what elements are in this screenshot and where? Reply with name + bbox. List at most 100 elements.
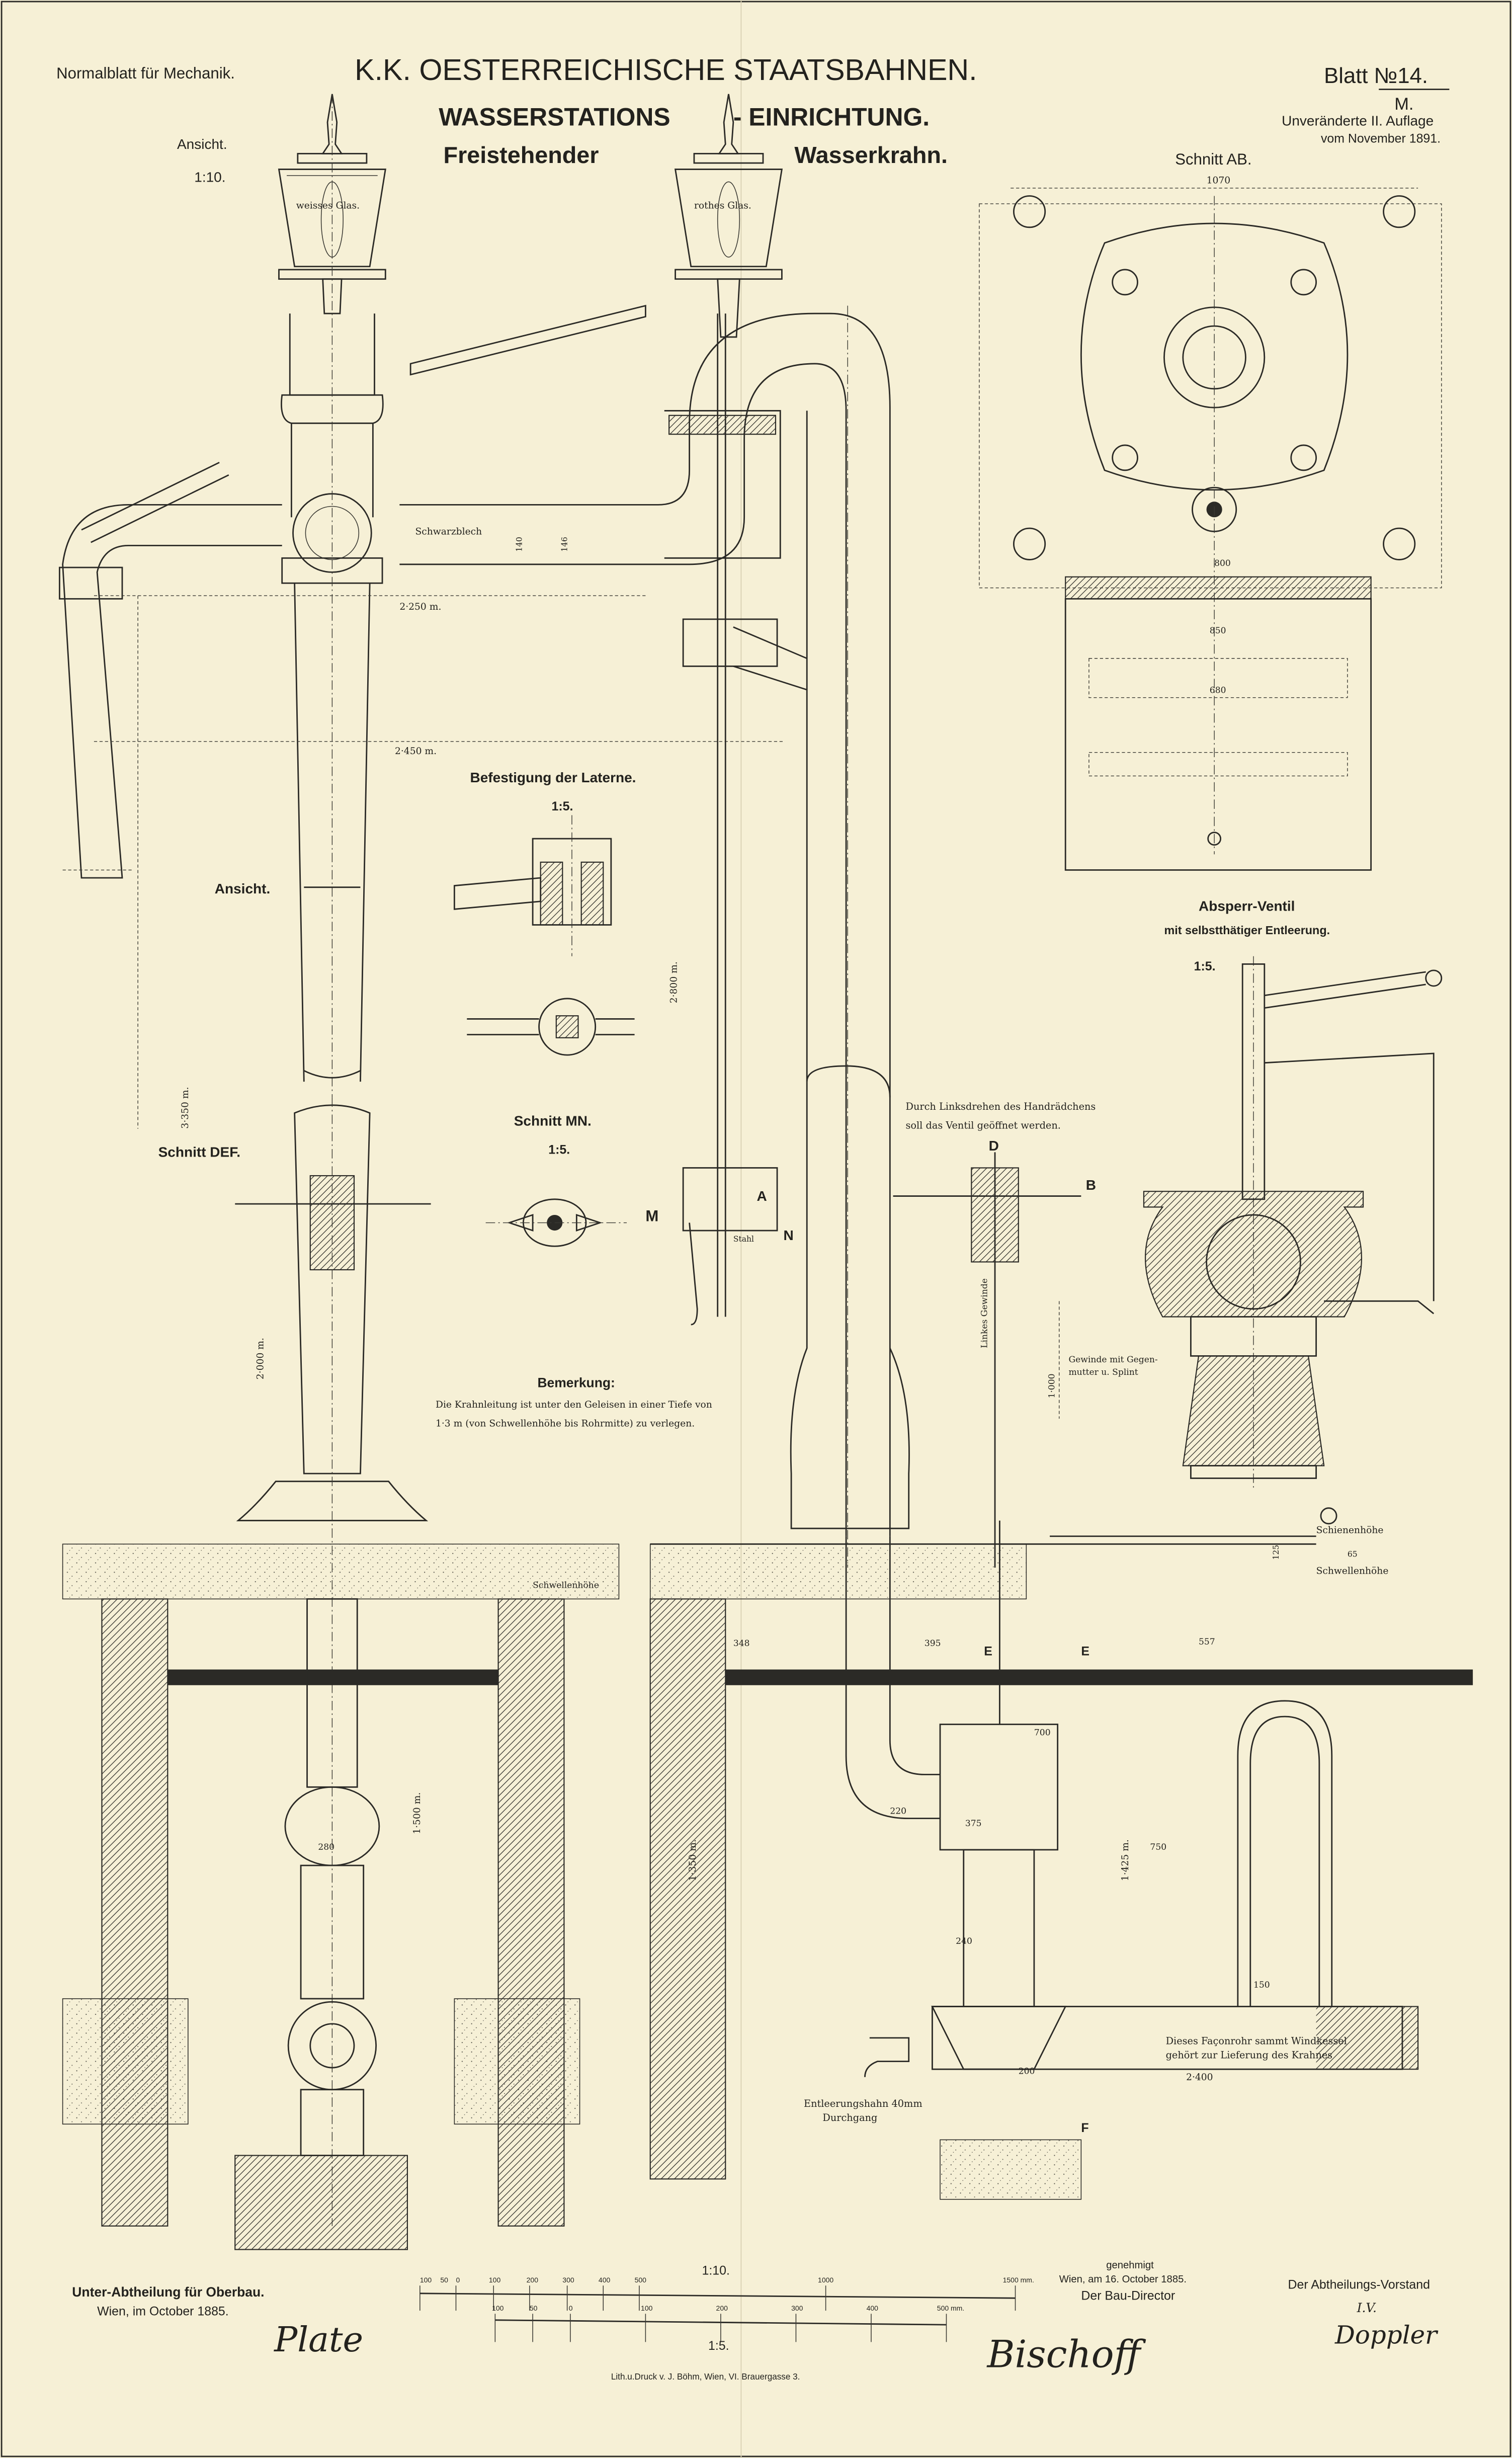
scale-1-10-tick: 1000	[818, 2276, 833, 2284]
scale-1-10-tick: 200	[527, 2276, 539, 2284]
dim-680: 680	[1210, 685, 1226, 695]
elevation-arm-title: Ansicht.	[215, 881, 271, 896]
dim-2000: 2·000 m.	[255, 1338, 266, 1379]
title-line1-a: WASSERSTATIONS	[439, 103, 670, 131]
dim-220: 220	[890, 1806, 906, 1816]
printer-credit: Lith.u.Druck v. J. Böhm, Wien, VI. Braue…	[611, 2371, 800, 2382]
section-letter-m: M	[645, 1207, 658, 1224]
scale-bar-1-5: 100 50 0 100 200 300 400 500 mm. 1:5.	[492, 2304, 964, 2353]
section-letter-a: A	[757, 1188, 767, 1204]
scale-1-5-tick: 100	[492, 2304, 504, 2312]
department-date: Wien, im October 1885.	[97, 2304, 229, 2318]
elevation-title: Ansicht.	[177, 136, 227, 152]
thread-note-2: mutter u. Splint	[1068, 1367, 1138, 1377]
dim-240: 240	[956, 1936, 972, 1946]
dim-2450: 2·450 m.	[395, 746, 437, 757]
shutoff-valve-detail: Absperr-Ventil mit selbstthätiger Entlee…	[1047, 898, 1443, 1490]
dim-1425: 1·425 m.	[1120, 1839, 1131, 1881]
section-ab-title: Schnitt AB.	[1175, 150, 1251, 168]
scale-1-10-label: 1:10.	[702, 2263, 730, 2277]
signature-center: Bischoff	[986, 2332, 1146, 2376]
section-letter-f: F	[1081, 2121, 1088, 2135]
scale-bar-1-10: 1:10. 100 50 0 100 200 300 400 500 1000 …	[419, 2263, 1034, 2311]
scale-1-10-tick: 500	[635, 2276, 647, 2284]
remark-line-2: 1·3 m (von Schwellenhöhe bis Rohrmitte) …	[436, 1419, 695, 1429]
drain-note-1: Entleerungshahn 40mm	[804, 2098, 922, 2109]
dim-800: 800	[1214, 558, 1231, 568]
elevation-scale: 1:10.	[194, 169, 225, 185]
section-mn-title: Schnitt MN.	[514, 1113, 592, 1128]
edition-date: vom November 1891.	[1321, 132, 1441, 146]
dim-1070: 1070	[1207, 176, 1231, 186]
drain-note-2: Durchgang	[822, 2112, 877, 2123]
scale-1-5-tick: 400	[867, 2304, 879, 2312]
sheet-letter: M.	[1394, 95, 1413, 114]
sheet-number: Blatt №14.	[1324, 64, 1428, 88]
arm-material-label: Schwarzblech	[415, 527, 482, 537]
head-label: Der Abtheilungs-Vorstand	[1288, 2277, 1430, 2291]
scale-1-5-tick: 200	[716, 2304, 728, 2312]
scale-1-5-tick: 0	[569, 2304, 573, 2312]
signature-right: Doppler	[1334, 2321, 1439, 2350]
approved-label: genehmigt	[1106, 2260, 1154, 2271]
edition: Unveränderte II. Auflage	[1282, 113, 1434, 128]
director-label: Der Bau-Director	[1081, 2288, 1175, 2303]
lamp-red-label: rothes Glas.	[694, 200, 751, 211]
dim-395: 395	[925, 1638, 941, 1649]
scale-1-5-tick: 300	[791, 2304, 803, 2312]
dim-375: 375	[965, 1819, 982, 1829]
scale-1-10-tick: 400	[599, 2276, 611, 2284]
sleeper-level-left: Schwellenhöhe	[533, 1581, 599, 1591]
authority-title: K.K. OESTERREICHISCHE STAATSBAHNEN.	[355, 53, 977, 87]
steel-label: Stahl	[733, 1235, 754, 1244]
dim-2400: 2·400	[1186, 2072, 1213, 2083]
dim-125: 125	[1272, 1545, 1281, 1560]
dim-65: 65	[1348, 1549, 1358, 1559]
dim-700: 700	[1034, 1728, 1051, 1738]
dim-348: 348	[733, 1638, 750, 1649]
dim-850: 850	[1210, 626, 1226, 636]
scale-1-10-tick: 300	[562, 2276, 574, 2284]
left-thread-label: Linkes Gewinde	[979, 1278, 989, 1348]
right-pit-section: E E F 348 395 557 700 375 220 750 1·350 …	[649, 1507, 1473, 2200]
series-label: Normalblatt für Mechanik.	[56, 64, 235, 82]
remark-line-1: Die Krahnleitung ist unter den Geleisen …	[436, 1400, 712, 1410]
dim-3350: 3·350 m.	[180, 1087, 191, 1128]
sleeper-level-label: Schwellenhöhe	[1316, 1566, 1389, 1577]
dim-1500: 1·500 m.	[412, 1792, 423, 1834]
title-line2-b: Wasserkrahn.	[794, 142, 948, 168]
rail-level-label: Schienenhöhe	[1316, 1525, 1384, 1536]
scale-1-5-tick: 500 mm.	[937, 2304, 964, 2312]
dim-557: 557	[1199, 1637, 1215, 1647]
section-letter-e2: E	[1081, 1645, 1089, 1659]
dim-200: 200	[1019, 2067, 1035, 2077]
approved-date: Wien, am 16. October 1885.	[1059, 2274, 1187, 2285]
section-letter-n: N	[784, 1227, 794, 1243]
scale-1-10-tick: 100	[489, 2276, 501, 2284]
handwheel-note-1: Durch Linksdrehen des Handrädchens	[905, 1101, 1096, 1112]
pipe-note-2: gehört zur Lieferung des Krahnes	[1166, 2049, 1333, 2061]
dim-750: 750	[1150, 1842, 1166, 1852]
valve-subtitle: mit selbstthätiger Entleerung.	[1164, 924, 1330, 937]
dim-280: 280	[318, 1842, 334, 1852]
valve-title: Absperr-Ventil	[1199, 898, 1295, 914]
section-def-title: Schnitt DEF.	[158, 1144, 240, 1160]
dim-2800: 2·800 m.	[669, 961, 680, 1003]
left-elevation: weisses Glas. 2·250 m. 2·450 m. 3·350 m.…	[58, 94, 784, 1129]
department-label: Unter-Abtheilung für Oberbau.	[72, 2284, 264, 2300]
scale-1-5-tick: 50	[530, 2304, 538, 2312]
dim-140: 140	[515, 537, 524, 552]
dim-150: 150	[1253, 1980, 1270, 1990]
title-line1-b: - EINRICHTUNG.	[733, 103, 930, 131]
dim-2250: 2·250 m.	[399, 602, 441, 612]
dim-146: 146	[560, 537, 569, 552]
handwheel-note-2: soll das Ventil geöffnet werden.	[905, 1120, 1060, 1131]
section-ab-plan: 1070 800 850 680	[979, 176, 1442, 871]
lamp-red	[674, 94, 783, 338]
scale-1-10-tick: 100	[420, 2276, 432, 2284]
dim-1000: 1·000	[1047, 1373, 1057, 1398]
lantern-mount-title: Befestigung der Laterne.	[470, 770, 636, 785]
